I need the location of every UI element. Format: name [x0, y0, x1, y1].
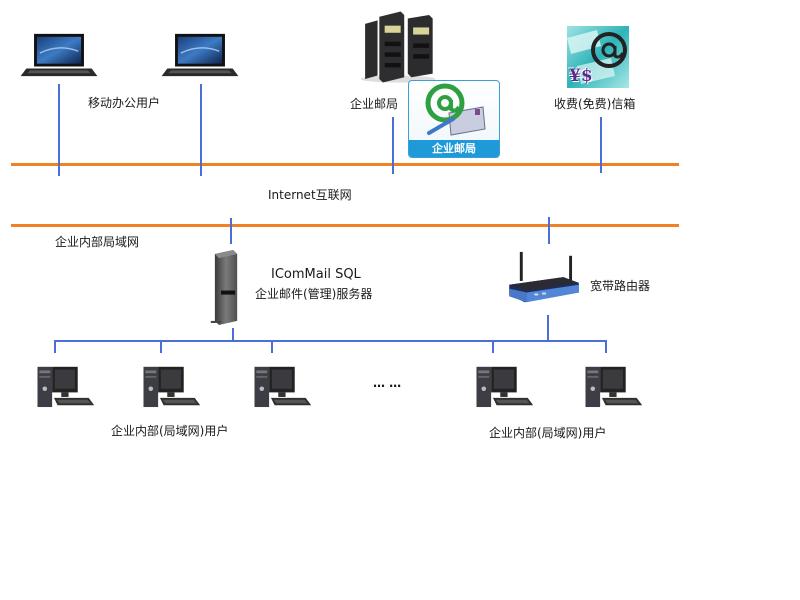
enterprise-post-label: 企业邮局: [350, 97, 399, 111]
router-icon: [505, 250, 583, 308]
link-line: [200, 84, 202, 176]
link-line: [54, 340, 56, 353]
lan-users-right-label: 企业内部(局域网)用户: [489, 426, 607, 440]
lan-users-left-label: 企业内部(局域网)用户: [111, 424, 229, 438]
link-line: [58, 84, 60, 176]
link-line: [548, 217, 550, 244]
paid-mailbox-label: 收费(免费)信箱: [554, 97, 636, 111]
mail-server-name: IComMail SQL: [271, 267, 361, 282]
mail-server-label: 企业邮件(管理)服务器: [255, 287, 373, 301]
enterprise-post-badge: 企业邮局: [408, 80, 500, 158]
link-line: [232, 328, 234, 342]
desktop-pc-icon: [32, 362, 96, 410]
paid-email-icon: ¥$: [567, 26, 629, 88]
enterprise-post-badge-label: 企业邮局: [409, 140, 499, 157]
link-line: [392, 117, 394, 174]
desktop-pc-icon: [471, 362, 535, 410]
currency-badge: ¥$: [569, 66, 593, 86]
internet-label: Internet互联网: [268, 188, 352, 202]
laptop-icon: [20, 32, 98, 80]
link-line: [230, 218, 232, 244]
server-rack-icon: [358, 8, 438, 86]
link-line: [600, 117, 602, 173]
link-line: [271, 340, 273, 353]
tower-server-icon: [208, 250, 240, 326]
link-line: [160, 340, 162, 353]
router-label: 宽带路由器: [590, 279, 651, 293]
ellipsis: … …: [373, 376, 402, 390]
email-at-icon: [425, 83, 486, 136]
lan-bus-line: [54, 340, 607, 342]
internet-backbone-line: [11, 163, 679, 166]
mobile-users-label: 移动办公用户: [88, 96, 161, 110]
lan-backbone-line: [11, 224, 679, 227]
laptop-icon: [161, 32, 239, 80]
desktop-pc-icon: [138, 362, 202, 410]
link-line: [492, 340, 494, 353]
lan-label: 企业内部局域网: [55, 235, 140, 249]
link-line: [605, 340, 607, 353]
link-line: [547, 315, 549, 342]
desktop-pc-icon: [249, 362, 313, 410]
desktop-pc-icon: [580, 362, 644, 410]
